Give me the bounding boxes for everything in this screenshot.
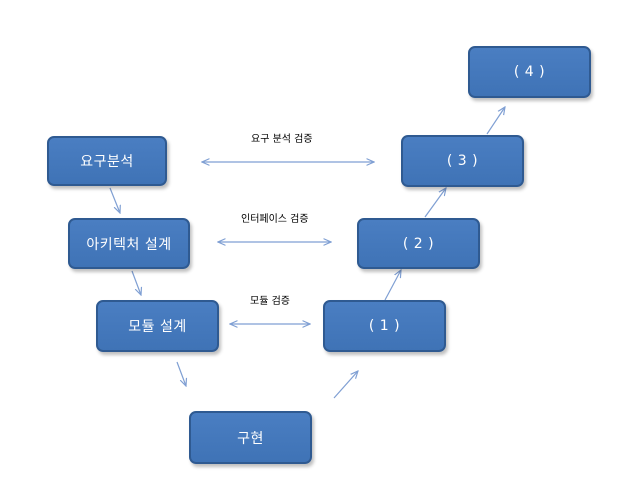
step4-box: ( 4 ) (468, 46, 591, 98)
implementation-label: 구현 (237, 430, 264, 447)
step2-label: ( 2 ) (402, 235, 435, 252)
implementation-box: 구현 (189, 411, 312, 464)
requirements-label: 요구분석 (80, 154, 134, 170)
module-design-label: 모듈 설계 (128, 319, 187, 335)
requirements-verification-label: 요구 분석 검증 (251, 134, 313, 145)
arrow-architecture-to-module (131, 270, 141, 295)
step3-box: ( 3 ) (401, 135, 524, 187)
architecture-label: 아키텍처 설계 (86, 236, 172, 253)
step1-label: ( 1 ) (368, 318, 401, 334)
step4-label: ( 4 ) (513, 64, 546, 80)
module-verification-label: 모듈 검증 (250, 296, 290, 307)
arrow-implementation-to-step1 (333, 371, 358, 399)
architecture-box: 아키텍처 설계 (68, 218, 190, 269)
step2-box: ( 2 ) (357, 218, 480, 269)
interface-verification-label: 인터페이스 검증 (241, 214, 309, 225)
arrow-step3-to-step4 (486, 107, 505, 135)
arrow-module-to-implementation (176, 361, 186, 386)
requirements-box: 요구분석 (47, 136, 167, 186)
arrow-requirements-to-architecture (109, 187, 120, 213)
arrow-step1-to-step2 (384, 270, 401, 301)
step1-box: ( 1 ) (323, 300, 446, 352)
module-design-box: 모듈 설계 (96, 300, 219, 352)
arrow-step2-to-step3 (424, 188, 446, 218)
step3-label: ( 3 ) (446, 153, 479, 169)
